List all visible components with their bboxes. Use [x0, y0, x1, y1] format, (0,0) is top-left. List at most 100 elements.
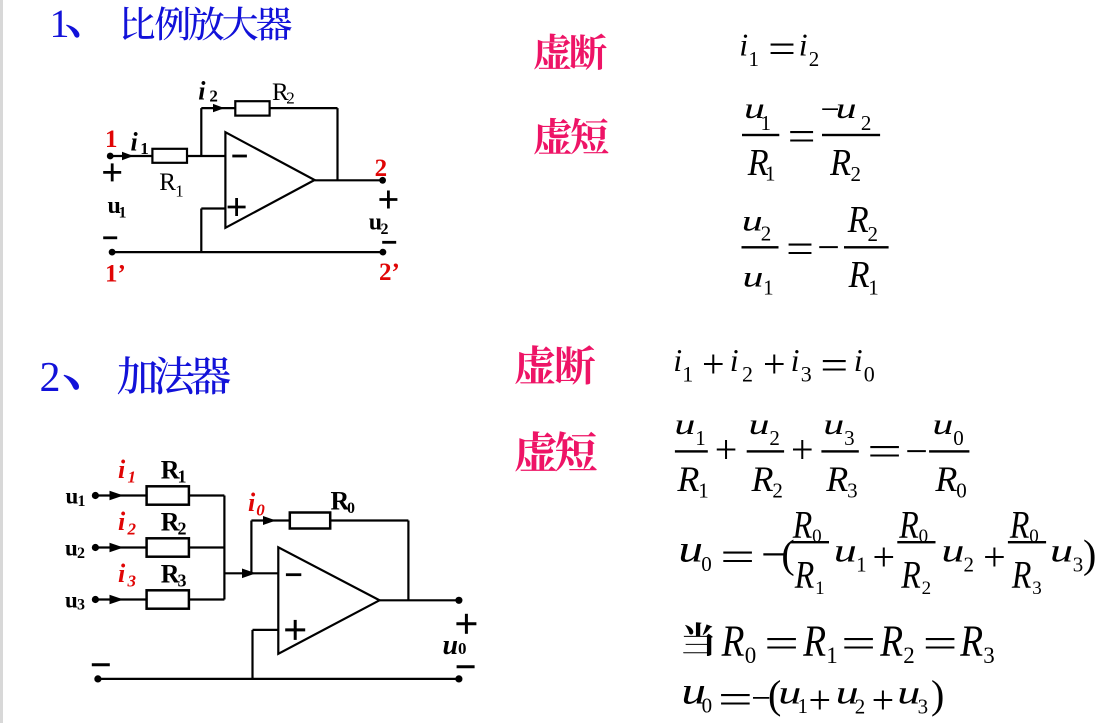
svg-text:0: 0	[812, 526, 822, 547]
svg-text:u: u	[836, 674, 859, 711]
svg-text:i: i	[118, 507, 126, 536]
svg-text:R: R	[676, 459, 699, 499]
svg-text:R: R	[898, 502, 919, 546]
svg-text:0: 0	[347, 500, 355, 517]
svg-text:0: 0	[701, 552, 712, 576]
svg-text:u: u	[834, 532, 857, 569]
svg-text:=: =	[720, 534, 755, 579]
svg-text:2: 2	[964, 553, 975, 577]
svg-text:u: u	[108, 193, 121, 219]
svg-text:1: 1	[798, 694, 809, 718]
svg-text:R: R	[900, 553, 921, 597]
svg-text:i: i	[730, 342, 739, 378]
svg-text:1’: 1’	[105, 261, 126, 288]
svg-text:1: 1	[50, 1, 70, 46]
svg-text:2: 2	[868, 222, 879, 246]
svg-text:+: +	[873, 535, 896, 580]
svg-text:1: 1	[178, 467, 187, 487]
svg-text:2: 2	[77, 545, 85, 562]
svg-text:2: 2	[769, 426, 780, 450]
svg-text:=: =	[718, 677, 753, 722]
svg-text:+: +	[715, 427, 738, 472]
svg-text:R: R	[847, 198, 869, 240]
svg-text:i: i	[118, 559, 126, 588]
svg-text:2: 2	[851, 162, 862, 186]
svg-text:): )	[1083, 531, 1096, 576]
svg-text:0: 0	[864, 362, 875, 387]
svg-text:3: 3	[847, 479, 858, 503]
svg-text:+: +	[763, 341, 786, 386]
svg-text:=: =	[923, 621, 958, 666]
svg-text:−: −	[905, 428, 928, 473]
svg-text:3: 3	[983, 643, 995, 668]
svg-text:u: u	[932, 407, 953, 441]
svg-text:2: 2	[286, 89, 295, 108]
svg-text:u: u	[778, 674, 801, 711]
svg-text:2: 2	[375, 155, 388, 182]
svg-text:1: 1	[698, 479, 709, 503]
svg-text:R: R	[161, 560, 180, 589]
svg-text:1: 1	[868, 275, 879, 299]
svg-text:2’: 2’	[379, 259, 400, 286]
svg-text:2: 2	[903, 643, 915, 668]
svg-text:3: 3	[127, 572, 137, 591]
svg-text:0: 0	[745, 643, 757, 668]
svg-text:u: u	[674, 407, 695, 441]
svg-text:2: 2	[809, 47, 820, 71]
svg-text:3: 3	[1032, 578, 1042, 599]
svg-text:R: R	[721, 617, 745, 665]
svg-text:+: +	[809, 678, 832, 723]
svg-text:=: =	[764, 621, 799, 666]
svg-text:1: 1	[175, 182, 184, 201]
svg-text:3: 3	[918, 695, 929, 719]
svg-text:u: u	[749, 407, 770, 441]
svg-text:2: 2	[772, 479, 783, 503]
svg-text:3: 3	[77, 597, 85, 614]
svg-text:R: R	[848, 254, 870, 296]
svg-text:u: u	[443, 630, 459, 661]
svg-text:+: +	[872, 678, 895, 723]
svg-text:0: 0	[956, 479, 967, 503]
svg-text:R: R	[829, 141, 851, 183]
svg-text:i: i	[198, 76, 206, 105]
svg-text:1: 1	[763, 275, 774, 299]
svg-text:R: R	[794, 553, 815, 597]
svg-text:1: 1	[765, 162, 776, 186]
svg-text:−: −	[821, 92, 840, 129]
svg-text:R: R	[792, 502, 813, 546]
svg-text:1: 1	[140, 139, 149, 158]
svg-text:i: i	[673, 342, 682, 378]
svg-text:(: (	[768, 672, 781, 717]
svg-text:0: 0	[919, 526, 929, 547]
svg-text:1: 1	[761, 111, 772, 135]
svg-text:2: 2	[178, 519, 187, 539]
svg-text:3: 3	[844, 426, 855, 450]
svg-text:3: 3	[801, 362, 812, 387]
svg-text:u: u	[941, 532, 964, 569]
svg-text:0: 0	[953, 426, 964, 450]
svg-text:1: 1	[119, 204, 127, 221]
svg-text:3: 3	[178, 571, 187, 591]
svg-text:+: +	[791, 427, 814, 472]
svg-text:3: 3	[1073, 553, 1084, 577]
svg-text:2: 2	[209, 86, 218, 105]
svg-text:i: i	[131, 127, 139, 156]
svg-text:0: 0	[702, 694, 713, 718]
svg-text:R: R	[1011, 553, 1032, 597]
svg-text:1: 1	[128, 468, 137, 487]
svg-text:u: u	[678, 528, 703, 570]
svg-text:R: R	[751, 459, 774, 499]
svg-text:=: =	[768, 26, 796, 71]
svg-text:=: =	[841, 621, 876, 666]
svg-text:R: R	[161, 456, 180, 485]
svg-text:2: 2	[855, 695, 866, 719]
svg-text:R: R	[959, 617, 983, 665]
svg-text:R: R	[747, 141, 769, 183]
svg-text:i: i	[248, 488, 256, 517]
svg-text:+: +	[983, 535, 1006, 580]
svg-text:i: i	[799, 27, 808, 63]
svg-text:0: 0	[458, 639, 467, 658]
svg-text:i: i	[118, 455, 126, 484]
svg-text:=: =	[867, 429, 902, 474]
svg-text:R: R	[1009, 502, 1030, 546]
